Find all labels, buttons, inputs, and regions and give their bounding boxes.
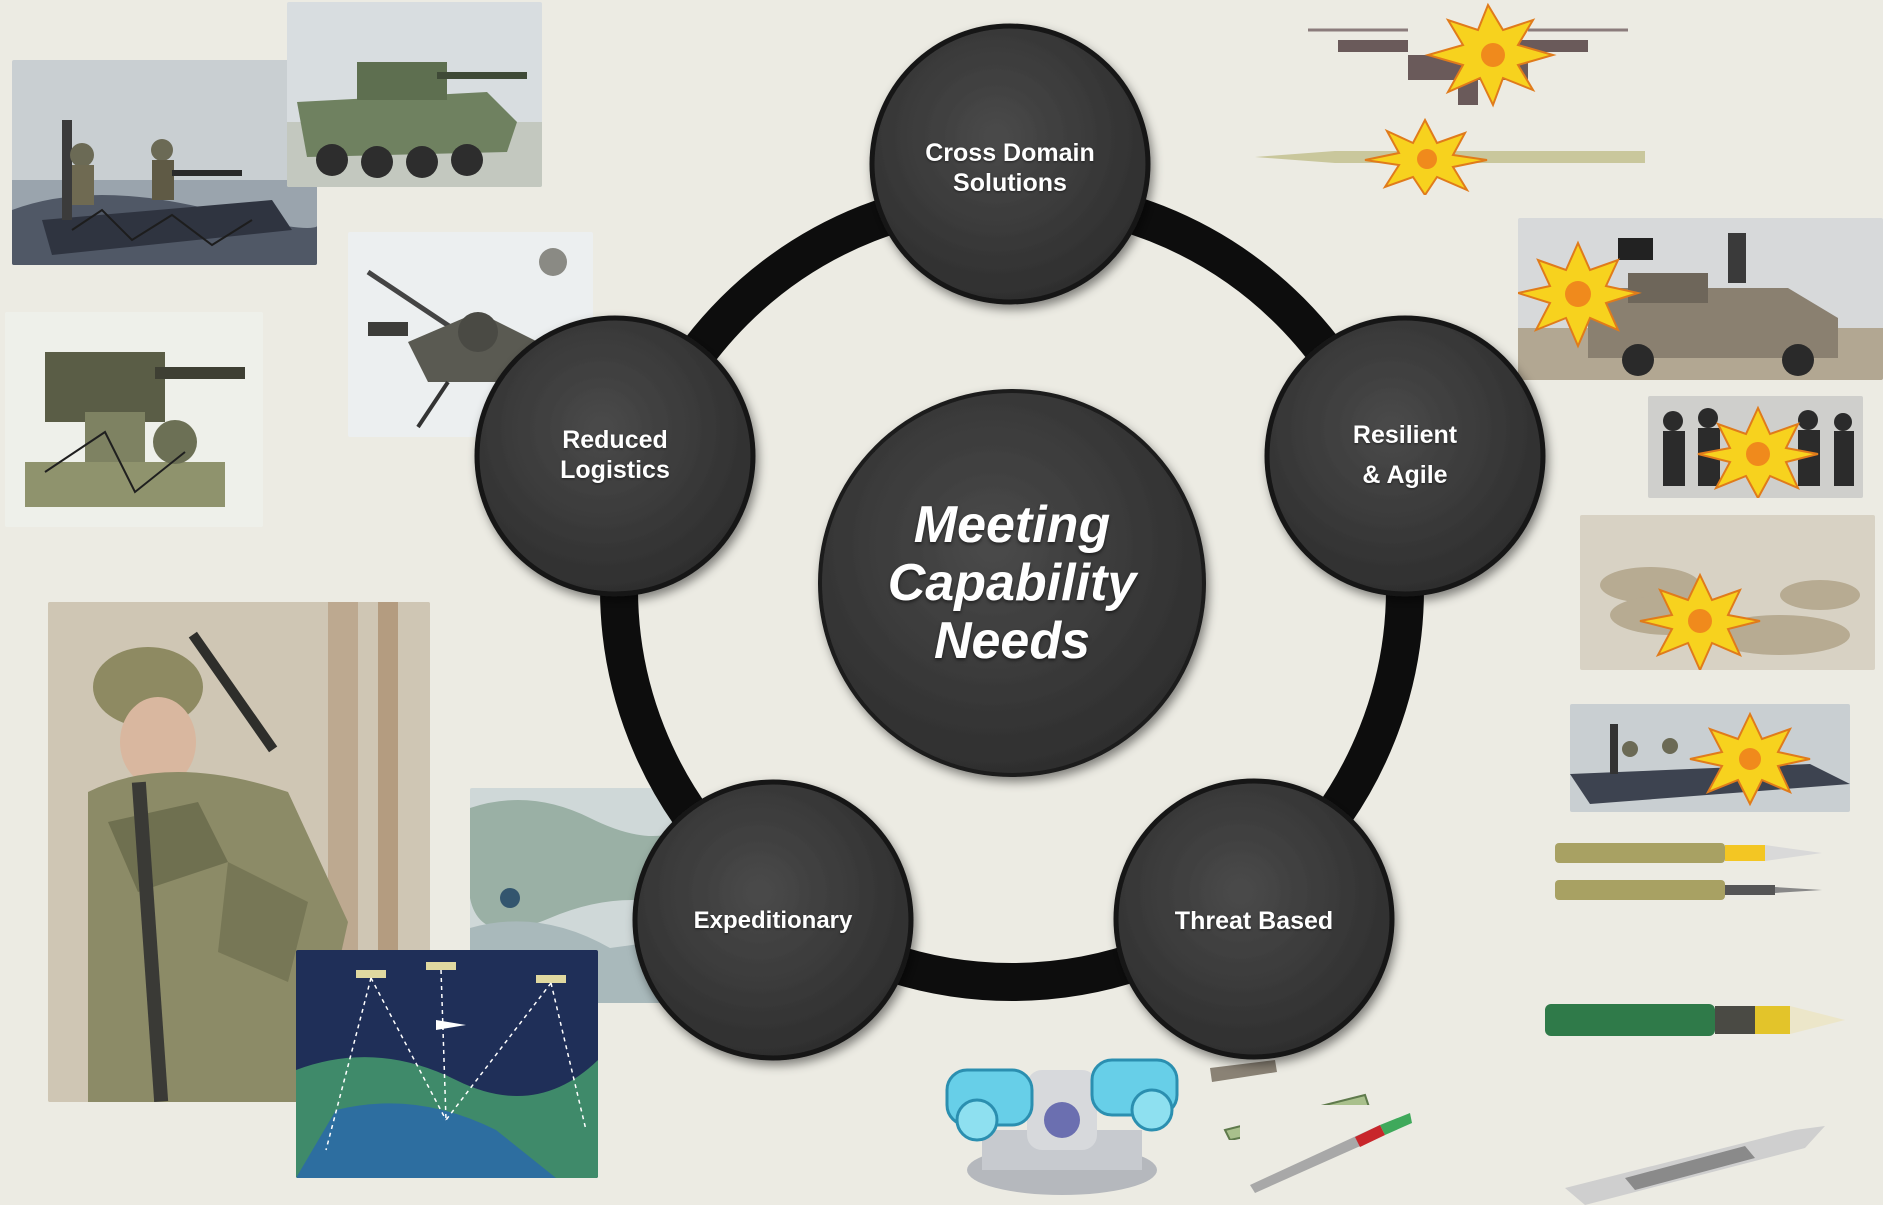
bunker-icon [1580,515,1875,670]
center-circle [818,389,1206,777]
boat-icon [1570,704,1850,812]
node-circle-expeditionary[interactable] [632,779,914,1061]
weapon-turret-photo [5,312,263,527]
tank-icon [287,2,542,187]
truck-icon [1518,218,1883,380]
node-circle-resilient-agile[interactable] [1264,315,1546,597]
center-label: Meeting Capability Needs [887,496,1137,670]
node-circle-threat-based[interactable] [1113,778,1395,1060]
missile-explosion-photo [1255,115,1650,195]
soldier-photo [48,602,430,1102]
patrol-boat-photo [12,60,317,265]
missile-icon [1255,115,1650,195]
drone-explosion-photo [1298,0,1638,115]
insurgents-explosion-photo [1648,396,1863,498]
bunker-explosion-photo [1580,515,1875,670]
armored-vehicle-photo [287,2,542,187]
rocket-photo [1240,1105,1415,1195]
satellite-icon [296,950,598,1178]
turret-icon [5,312,263,527]
soldier-icon [48,602,430,1102]
boat-explosion-photo [1570,704,1850,812]
rocket-icon [1240,1105,1415,1195]
projectile-icon [1565,1118,1827,1205]
launcher-icon [942,1030,1182,1200]
technical-truck-explosion-photo [1518,218,1883,380]
ammunition-rounds-photo [1550,835,1830,913]
drone-icon [1298,0,1638,115]
launcher-rendering [942,1030,1182,1200]
round-icon [1540,998,1850,1043]
insurgents-icon [1648,396,1863,498]
green-round-photo [1540,998,1850,1043]
satellite-network-photo [296,950,598,1178]
projectile-photo [1565,1118,1827,1205]
node-circle-cross-domain[interactable] [869,23,1151,305]
node-circle-reduced-logistics[interactable] [474,315,756,597]
ammunition-icon [1550,835,1830,913]
boat-icon [12,60,317,265]
